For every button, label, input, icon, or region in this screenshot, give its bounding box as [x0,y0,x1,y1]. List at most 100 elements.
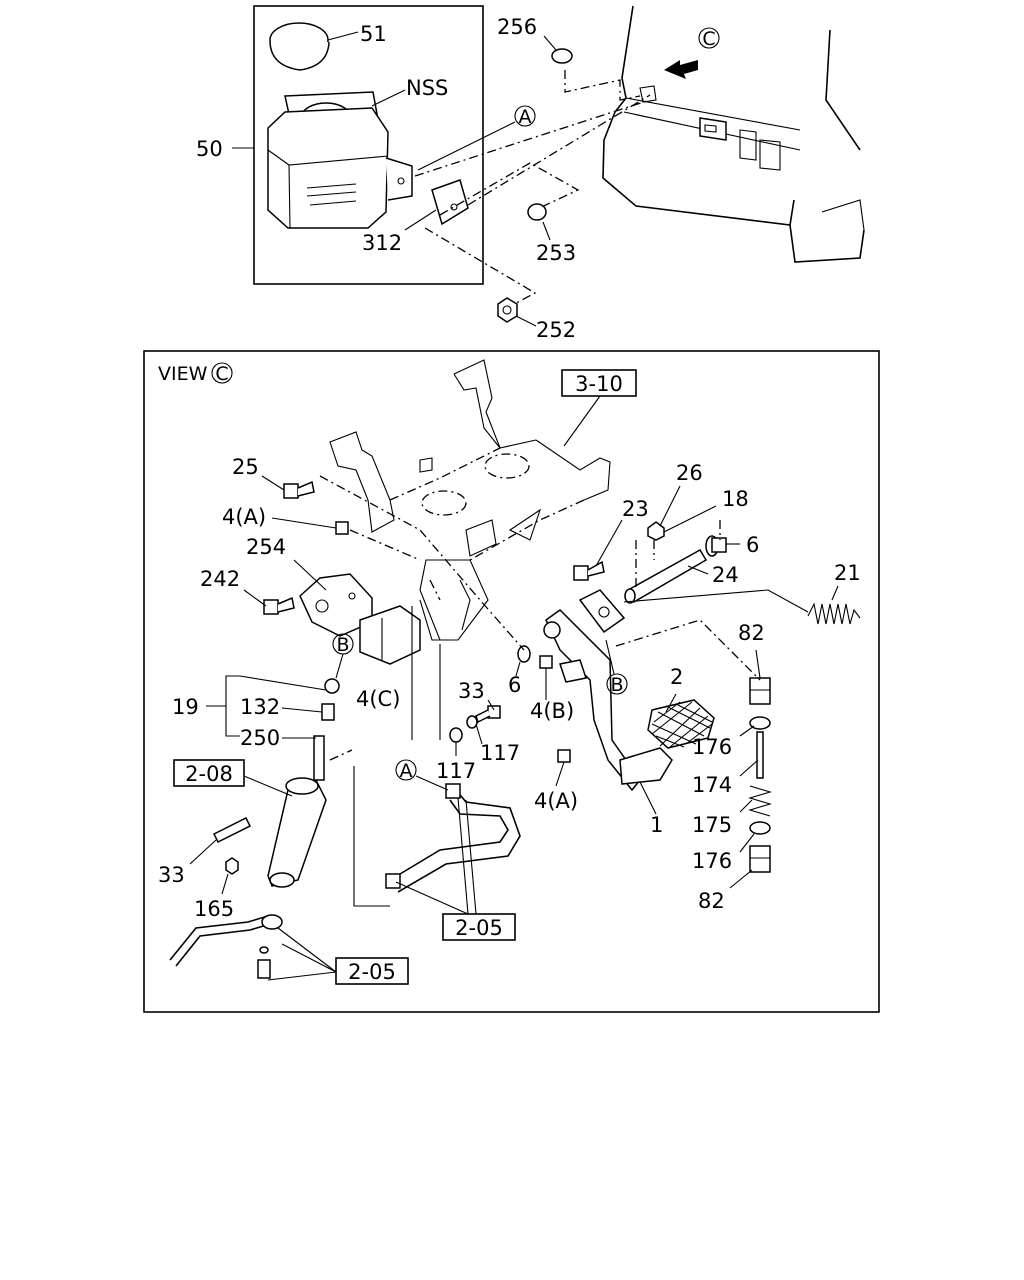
svg-text:C: C [702,28,715,50]
leader-25 [261,475,285,491]
leader-174 [739,759,759,777]
leader-23 [595,519,623,567]
leader-176-bot [739,833,755,853]
bolt-25 [283,480,315,499]
leader-shaft-dashes [635,520,721,588]
return-spring-21 [807,602,861,625]
callout-254: 254 [246,535,286,559]
leader-pin-to-spring [623,589,809,613]
leader-b-right [605,639,615,675]
pin-6-mid [517,645,531,663]
callout-25: 25 [232,455,259,479]
leader-bracket-dashes [319,475,525,651]
nut-4b [539,655,553,669]
callout-176-top: 176 [692,735,732,759]
bolt-33-left [212,816,252,844]
callout-312: 312 [362,231,402,255]
leader-253 [542,221,551,241]
view-c-title: VIEW C [158,362,233,385]
callout-165: 165 [194,897,234,921]
svg-text:VIEW: VIEW [158,363,208,385]
leader-bracket-to-253 [439,162,580,216]
callout-1: 1 [650,813,663,837]
callout-82-top: 82 [738,621,765,645]
leader-18 [663,505,717,533]
stopper-82-bot [749,845,771,873]
washer-117-right [466,715,478,729]
leader-2-05-left [267,927,337,981]
callout-6-mid: 6 [508,673,521,697]
callout-4a-low: 4(A) [534,789,578,813]
view-c-frame [143,350,880,1013]
pedal-mount-bracket [329,359,611,641]
leader-51 [327,31,359,41]
bracket-254 [299,573,421,665]
nut-4a-low [557,749,571,763]
leader-2 [665,693,677,713]
callout-33-left: 33 [158,863,185,887]
leader-b-left [335,653,344,679]
leader-254 [293,559,327,591]
leader-82-top [755,649,761,679]
callout-6-right: 6 [746,533,759,557]
svg-text:3-10: 3-10 [575,372,623,396]
leader-176-top [739,725,755,737]
callout-174: 174 [692,773,732,797]
clutch-pedal-arm [543,589,641,792]
pedal-pad [619,699,715,785]
leader-cyl-dash [329,749,353,761]
bleeder-bolt [257,946,271,979]
clutch-pipe [169,914,283,967]
view-c: 3-10 2-08 2-05 2-05 B B A [158,359,861,985]
svg-text:B: B [336,634,349,656]
bolt-242 [263,596,295,615]
callout-175: 175 [692,813,732,837]
callout-117-right: 117 [480,741,520,765]
leader-117-right [475,723,483,745]
leader-reservoir-to-cab [414,99,651,177]
group-bracket-19 [225,675,240,737]
callout-252: 252 [536,318,576,342]
spring-175 [748,785,772,817]
marker-b-right: B [606,673,628,696]
leader-256 [543,35,557,51]
top-view: A C 51 NSS 50 312 253 252 256 [196,5,865,342]
leader-252 [515,315,537,327]
svg-text:A: A [400,760,413,782]
svg-text:2-05: 2-05 [455,916,503,940]
callout-26: 26 [676,461,703,485]
marker-c-top: C [698,27,720,50]
leader-33-mid [487,699,495,711]
clip-253 [527,203,547,221]
leader-box-310 [563,395,601,447]
callout-82-bot: 82 [698,889,725,913]
svg-text:C: C [215,363,228,385]
cab-front [602,5,865,263]
leader-cyl-to-hose [353,766,390,907]
washer-176-bot [749,821,771,835]
ref-box-2-05-right: 2-05 [442,913,516,941]
view-direction-arrow [664,60,698,79]
leader-165 [221,873,229,895]
marker-b-left: B [332,633,354,656]
marker-a-top: A [514,105,536,128]
supply-hose [385,783,521,893]
leader-4a-top [271,517,337,529]
bracket-312 [431,179,469,226]
leader-256 [564,70,641,101]
callout-nss: NSS [406,76,448,100]
reservoir-cap [269,22,330,71]
leader-bracket-to-cab [467,94,651,206]
washer-117-left [449,727,463,743]
callout-132: 132 [240,695,280,719]
master-cylinder [267,678,340,888]
leader-6-mid [515,661,521,677]
pin-6-right [705,535,727,557]
leader-242 [243,589,267,607]
callout-19: 19 [172,695,199,719]
callout-2: 2 [670,665,683,689]
leader-82-bot [729,869,753,889]
ref-box-2-05-left: 2-05 [335,957,409,985]
leader-132 [281,707,323,713]
leader-175 [739,799,753,813]
